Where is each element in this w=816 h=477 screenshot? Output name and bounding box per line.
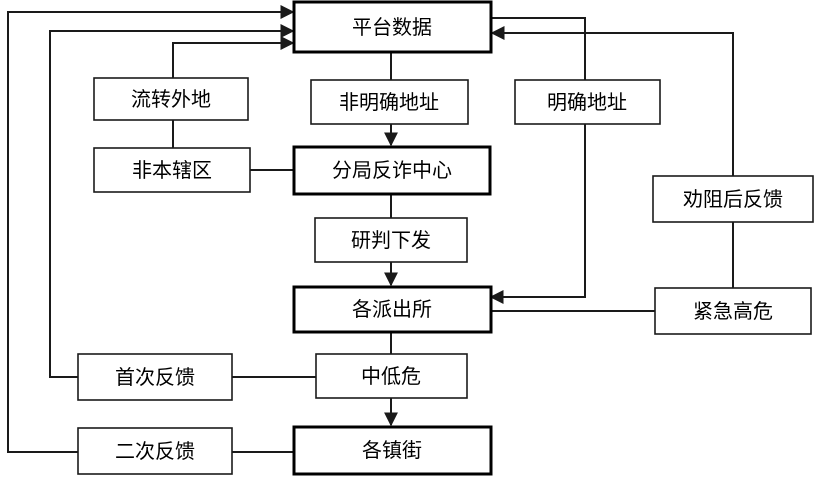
- node-clear-address: 明确地址: [514, 79, 661, 125]
- node-police-stations: 各派出所: [292, 285, 493, 334]
- connector-first-feedback-to-platform: [49, 24, 295, 378]
- connectors: [7, 5, 734, 453]
- node-towns-streets-label: 各镇街: [362, 438, 422, 462]
- node-second-feedback-label: 二次反馈: [115, 439, 195, 463]
- node-non-jurisdiction: 非本辖区: [93, 147, 251, 193]
- node-unclear-address: 非明确地址: [310, 79, 469, 125]
- node-review-dispatch-label: 研判下发: [351, 228, 431, 252]
- node-unclear-address-label: 非明确地址: [339, 90, 439, 114]
- node-anti-fraud-center: 分局反诈中心: [292, 145, 492, 196]
- node-mid-low-risk: 中低危: [315, 353, 468, 399]
- node-towns-streets: 各镇街: [292, 425, 493, 476]
- node-review-dispatch: 研判下发: [314, 217, 468, 263]
- node-non-jurisdiction-label: 非本辖区: [132, 158, 212, 182]
- connector-platform-to-clear: [490, 17, 586, 80]
- node-platform-data-label: 平台数据: [352, 15, 432, 39]
- node-transfer-outside: 流转外地: [93, 77, 249, 121]
- connector-second-feedback-to-platform: [7, 5, 295, 453]
- node-clear-address-label: 明确地址: [547, 90, 627, 114]
- connector-clear-to-stations: [489, 124, 586, 304]
- node-second-feedback: 二次反馈: [77, 427, 233, 475]
- node-dissuade-feedback: 劝阻后反馈: [652, 175, 814, 223]
- node-first-feedback: 首次反馈: [77, 353, 233, 401]
- connector-dissuade-to-platform: [490, 26, 734, 176]
- node-dissuade-feedback-label: 劝阻后反馈: [683, 187, 783, 211]
- node-mid-low-risk-label: 中低危: [361, 364, 421, 388]
- node-urgent-high-risk-label: 紧急高危: [693, 299, 773, 323]
- node-police-stations-label: 各派出所: [352, 297, 432, 321]
- connector-transfer-to-platform: [172, 36, 295, 78]
- node-transfer-outside-label: 流转外地: [131, 87, 211, 111]
- node-urgent-high-risk: 紧急高危: [654, 287, 812, 335]
- node-first-feedback-label: 首次反馈: [115, 365, 195, 389]
- node-platform-data: 平台数据: [292, 0, 493, 54]
- node-anti-fraud-center-label: 分局反诈中心: [332, 158, 452, 182]
